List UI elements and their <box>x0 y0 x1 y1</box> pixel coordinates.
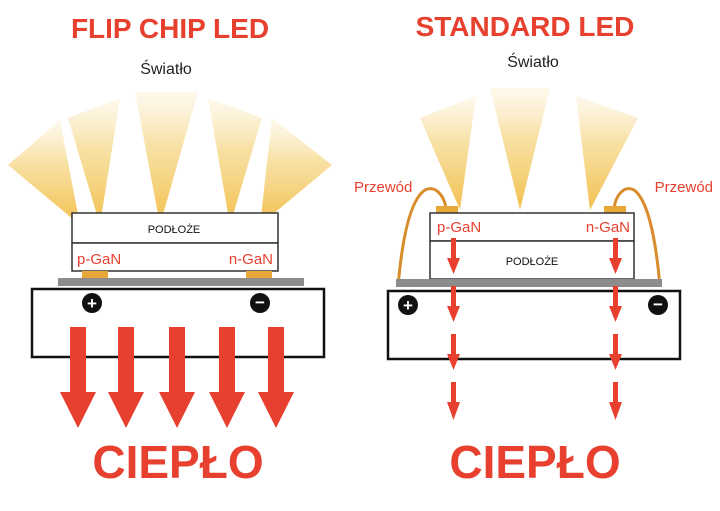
right-substrate-layer <box>429 240 635 280</box>
right-substrate-label: PODŁOŻE <box>506 255 559 268</box>
right-wire <box>612 187 662 288</box>
right-light-label: Światło <box>507 52 559 71</box>
left-heat-arrow-2 <box>108 327 144 428</box>
left-pad-p <box>82 271 108 278</box>
left-gan-layer <box>71 242 279 272</box>
right-heat-arrow-left <box>447 238 460 420</box>
flip-chip-panel: FLIP CHIP LED Światło PODŁOŻE p-GaN n-Ga… <box>8 13 332 488</box>
left-minus-terminal <box>250 293 270 313</box>
flip-chip-title: FLIP CHIP LED <box>71 13 269 44</box>
right-beam-2 <box>490 88 550 210</box>
left-heat-arrow-1 <box>60 327 96 428</box>
left-base <box>58 278 304 286</box>
standard-led-panel: STANDARD LED Światło Przewód Przewód p-G… <box>354 11 713 488</box>
right-minus-terminal <box>648 295 668 315</box>
right-wire-left-label: Przewód <box>354 179 412 196</box>
right-beam-3 <box>576 96 638 210</box>
right-plus-terminal <box>398 295 418 315</box>
right-pad-p <box>436 206 458 213</box>
right-p-gan-label: p-GaN <box>437 219 481 236</box>
left-light-beams <box>8 92 332 225</box>
left-beam-1 <box>8 120 80 225</box>
left-heat-label: CIEPŁO <box>92 436 263 488</box>
right-gan-layer <box>429 212 635 242</box>
right-heat-label: CIEPŁO <box>449 436 620 488</box>
left-p-gan-label: p-GaN <box>77 251 121 268</box>
standard-led-title: STANDARD LED <box>416 11 635 42</box>
right-heat-arrow-right <box>609 238 622 420</box>
right-plus-sign: + <box>403 296 413 315</box>
right-wire-right-label: Przewód <box>655 179 713 196</box>
left-heat-arrows <box>60 327 294 428</box>
left-substrate-label: PODŁOŻE <box>148 223 201 236</box>
left-heat-arrow-5 <box>258 327 294 428</box>
left-plus-sign: + <box>87 294 97 313</box>
left-minus-sign: − <box>255 293 265 312</box>
left-heat-arrow-4 <box>209 327 245 428</box>
left-beam-5 <box>260 118 332 225</box>
left-plus-terminal <box>82 293 102 313</box>
left-n-gan-label: n-GaN <box>229 251 273 268</box>
left-pad-n <box>246 271 272 278</box>
left-beam-4 <box>208 98 262 225</box>
left-light-label: Światło <box>140 59 192 78</box>
right-light-beams <box>420 88 638 210</box>
right-minus-sign: − <box>653 295 663 314</box>
right-pad-n <box>604 206 626 213</box>
left-beam-3 <box>135 92 198 225</box>
left-beam-2 <box>68 98 120 225</box>
left-heat-arrow-3 <box>159 327 195 428</box>
right-board <box>386 289 682 361</box>
right-n-gan-label: n-GaN <box>586 219 630 236</box>
right-beam-1 <box>420 96 476 210</box>
left-wire <box>396 187 448 288</box>
right-base <box>396 279 662 287</box>
